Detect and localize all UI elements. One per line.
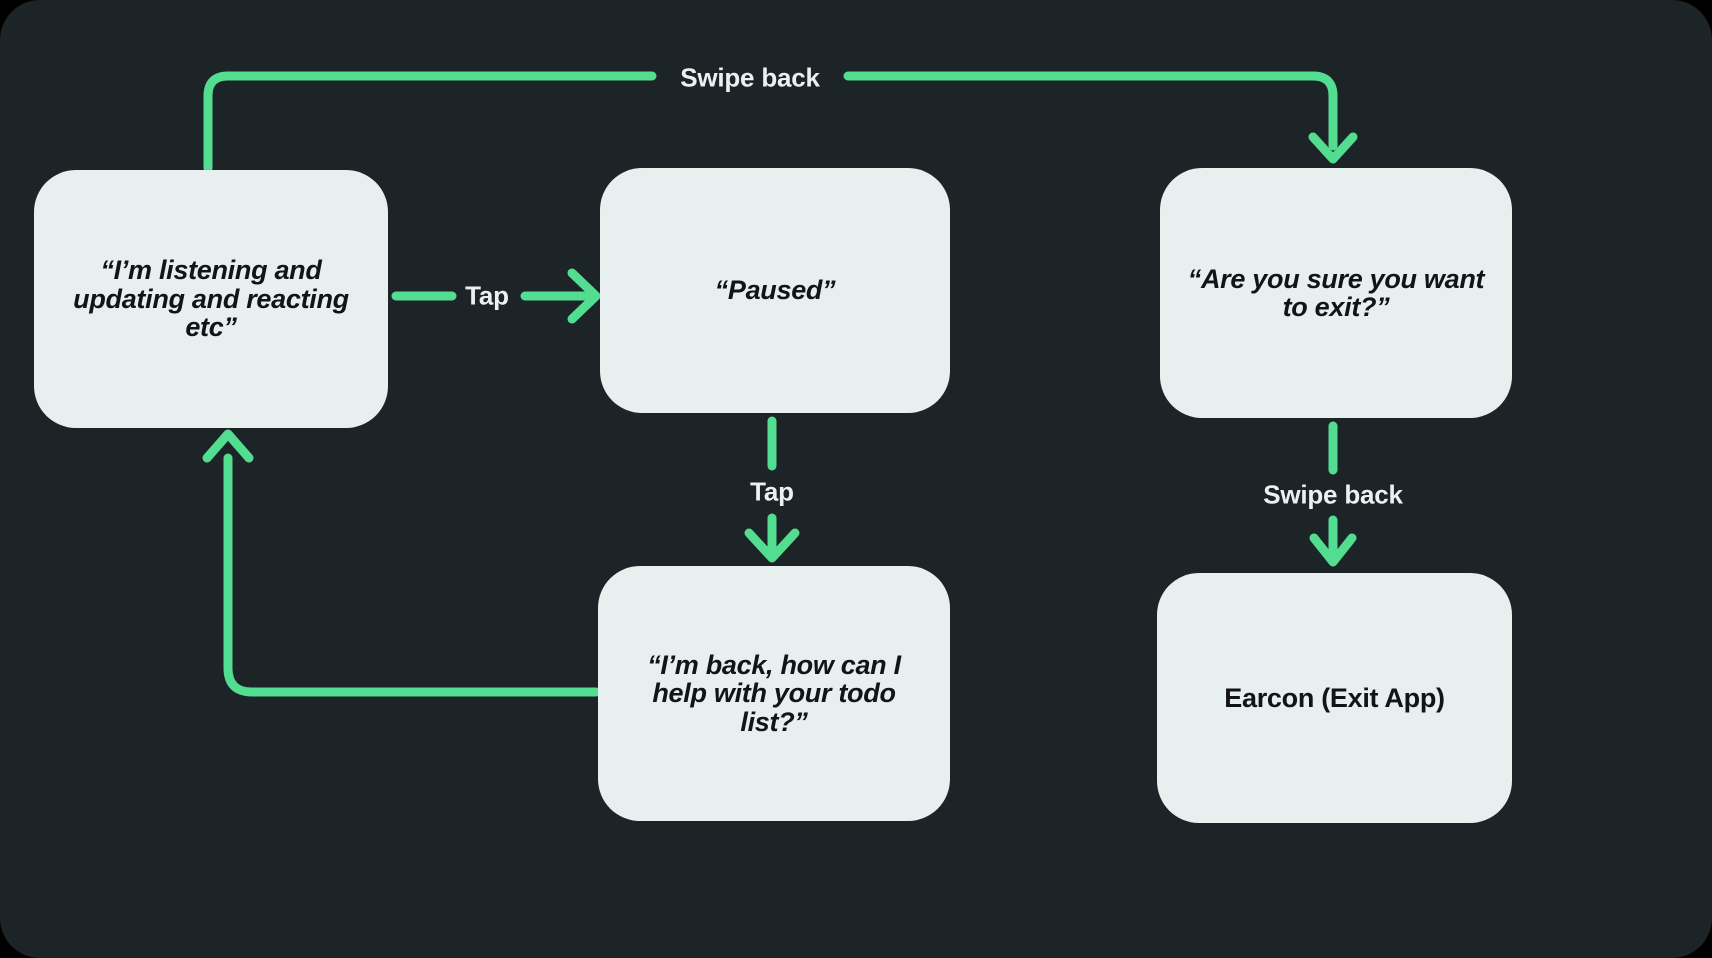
- node-back-label: “I’m back, how can I help with your todo…: [647, 649, 901, 737]
- edge-label-tap-horizontal: Tap: [465, 280, 509, 311]
- node-paused[interactable]: “Paused”: [600, 168, 950, 413]
- node-back[interactable]: “I’m back, how can I help with your todo…: [598, 566, 950, 821]
- edge-back-to-listening: [202, 429, 601, 697]
- node-confirm[interactable]: “Are you sure you want to exit?”: [1160, 168, 1512, 418]
- node-listening[interactable]: “I’m listening and updating and reacting…: [34, 170, 388, 428]
- node-earcon-label: Earcon (Exit App): [1224, 682, 1445, 713]
- edge-label-swipe-back-vertical: Swipe back: [1263, 479, 1403, 510]
- node-listening-label: “I’m listening and updating and reacting…: [73, 255, 349, 343]
- edge-label-swipe-back-top: Swipe back: [680, 62, 820, 93]
- node-confirm-label: “Are you sure you want to exit?”: [1187, 263, 1485, 322]
- edge-label-tap-vertical: Tap: [750, 476, 794, 507]
- node-earcon[interactable]: Earcon (Exit App): [1157, 573, 1512, 823]
- node-paused-label: “Paused”: [714, 275, 836, 306]
